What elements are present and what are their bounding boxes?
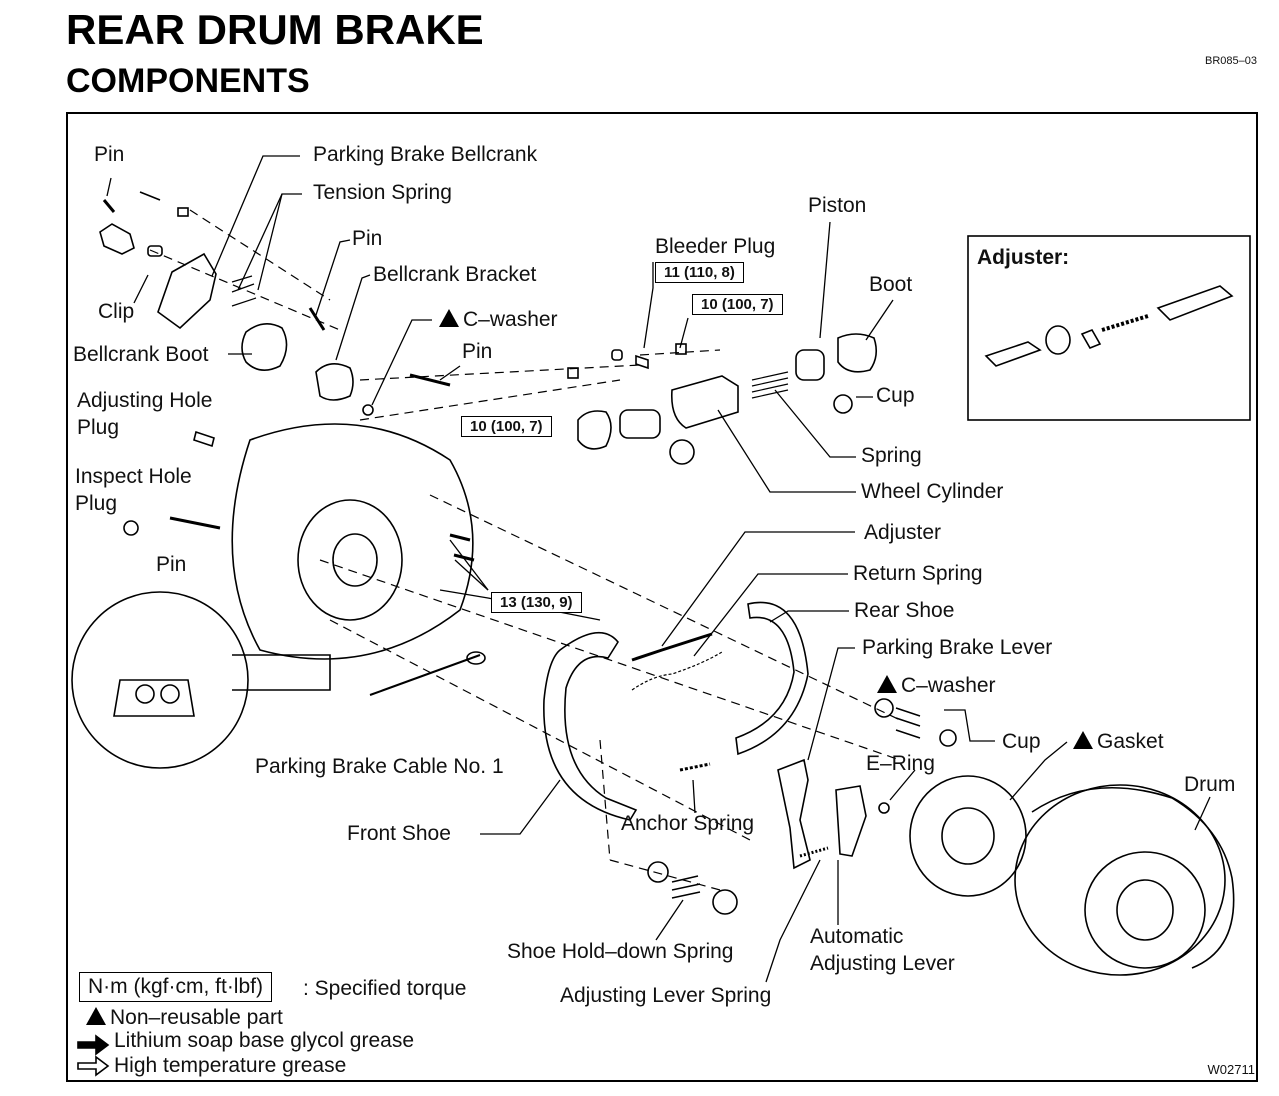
label-c-washer-2: C–washer xyxy=(877,674,996,698)
label-e-ring: E–Ring xyxy=(866,752,935,775)
label-front-shoe: Front Shoe xyxy=(347,822,451,845)
label-automatic-adjusting-lever-line1: Automatic xyxy=(810,925,904,948)
torque-wheel-cylinder-bolt-a: 10 (100, 7) xyxy=(692,294,783,315)
label-boot: Boot xyxy=(869,273,913,296)
label-pin-3: Pin xyxy=(462,340,493,363)
non-reusable-icon xyxy=(86,1007,106,1025)
figure-code: W02711 xyxy=(1207,1062,1255,1077)
legend-high-temp-grease: High temperature grease xyxy=(114,1054,347,1077)
label-c-washer-2-text: C–washer xyxy=(901,674,996,697)
label-inspect-hole-plug-line2: Plug xyxy=(75,492,118,515)
label-adjusting-hole-plug-line2: Plug xyxy=(77,416,120,439)
shoes-and-springs xyxy=(369,601,957,915)
adjuster-inset-parts xyxy=(984,285,1234,367)
label-parking-brake-lever: Parking Brake Lever xyxy=(862,636,1053,659)
label-pin-4: Pin xyxy=(156,553,187,576)
label-gasket: Gasket xyxy=(1073,730,1164,754)
label-adjuster: Adjuster xyxy=(864,521,942,544)
label-pin-2: Pin xyxy=(352,227,383,250)
leader-lines xyxy=(106,155,1211,983)
label-adjusting-hole-plug-line1: Adjusting Hole xyxy=(77,389,213,412)
legend-lithium-grease: Lithium soap base glycol grease xyxy=(114,1029,415,1052)
label-inspect-hole-plug-line1: Inspect Hole xyxy=(75,465,192,488)
adjuster-inset-box xyxy=(967,235,1251,421)
label-wheel-cylinder: Wheel Cylinder xyxy=(861,480,1004,503)
label-bellcrank-bracket: Bellcrank Bracket xyxy=(373,263,537,286)
non-reusable-icon xyxy=(439,309,459,327)
torque-bleeder-plug: 11 (110, 8) xyxy=(655,262,744,283)
label-clip: Clip xyxy=(98,300,135,323)
assembly-guide-lines xyxy=(149,209,901,891)
label-adjusting-lever-spring: Adjusting Lever Spring xyxy=(560,984,772,1007)
label-shoe-hold-down-spring: Shoe Hold–down Spring xyxy=(507,940,734,963)
legend-arrows xyxy=(77,1034,110,1077)
legend-non-reusable: Non–reusable part xyxy=(86,1006,283,1030)
label-gasket-text: Gasket xyxy=(1097,730,1164,753)
label-bellcrank-boot: Bellcrank Boot xyxy=(73,343,209,366)
label-anchor-spring: Anchor Spring xyxy=(621,812,755,835)
torque-backing-plate: 13 (130, 9) xyxy=(491,592,582,613)
label-cup-1: Cup xyxy=(876,384,915,407)
label-parking-brake-cable: Parking Brake Cable No. 1 xyxy=(255,755,504,778)
label-drum: Drum xyxy=(1184,773,1236,796)
non-reusable-icon xyxy=(1073,731,1093,749)
page-subtitle: COMPONENTS xyxy=(66,62,310,100)
adjuster-inset-title: Adjuster: xyxy=(977,246,1070,269)
label-return-spring: Return Spring xyxy=(853,562,983,585)
label-parking-brake-bellcrank: Parking Brake Bellcrank xyxy=(313,143,538,166)
non-reusable-icon xyxy=(877,675,897,693)
reference-code: BR085–03 xyxy=(1205,55,1257,67)
label-automatic-adjusting-lever-line2: Adjusting Lever xyxy=(810,952,955,975)
label-bleeder-plug: Bleeder Plug xyxy=(655,235,776,258)
magnified-inset xyxy=(71,591,331,769)
gasket-and-drum xyxy=(909,775,1235,976)
label-c-washer-1: C–washer xyxy=(439,308,558,332)
diagram-frame xyxy=(66,112,1258,1082)
label-pin-1: Pin xyxy=(94,143,125,166)
label-cup-2: Cup xyxy=(1002,730,1041,753)
torque-wheel-cylinder-bolt-b: 10 (100, 7) xyxy=(461,416,552,437)
label-rear-shoe: Rear Shoe xyxy=(854,599,955,622)
page-title: REAR DRUM BRAKE xyxy=(66,6,484,53)
label-piston: Piston xyxy=(808,194,867,217)
bellcrank-assembly xyxy=(99,191,374,416)
legend-torque-units: N·m (kgf·cm, ft·lbf) xyxy=(79,972,272,1002)
wheel-cylinder-group xyxy=(567,333,878,465)
legend-non-reusable-text: Non–reusable part xyxy=(110,1006,283,1029)
label-tension-spring: Tension Spring xyxy=(313,181,452,204)
label-c-washer-1-text: C–washer xyxy=(463,308,558,331)
label-spring: Spring xyxy=(861,444,922,467)
legend-torque-desc: : Specified torque xyxy=(303,977,467,1000)
backing-plate xyxy=(123,373,475,660)
